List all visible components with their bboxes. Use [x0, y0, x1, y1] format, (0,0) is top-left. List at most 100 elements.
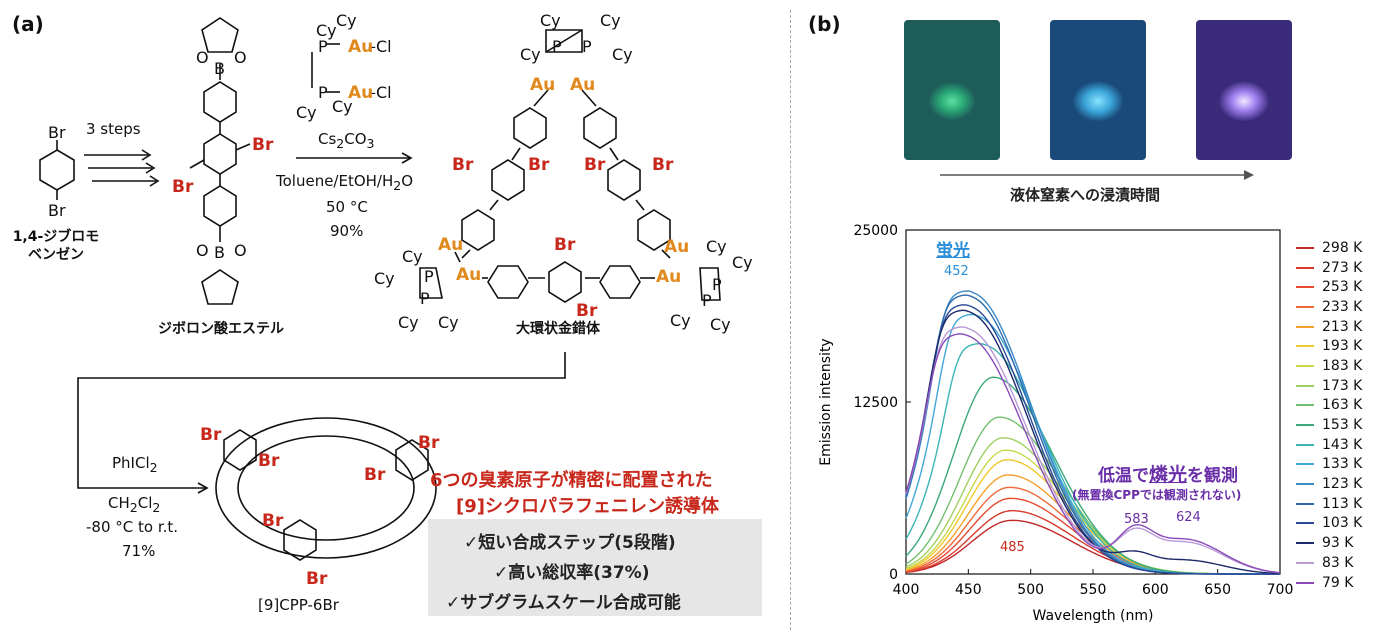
legend-swatch: [1296, 483, 1314, 486]
svg-text:Au: Au: [656, 267, 681, 287]
y-tick-label: 0: [889, 567, 898, 583]
highlight-line2: [9]シクロパラフェニレン誘導体: [456, 496, 719, 517]
svg-text:Br: Br: [452, 155, 474, 175]
svg-text:Cy: Cy: [670, 311, 691, 330]
svg-text:Cy: Cy: [612, 45, 633, 64]
svg-text:B: B: [214, 59, 225, 78]
svg-text:–Cl: –Cl: [368, 83, 392, 102]
yield2-label: 71%: [122, 542, 156, 560]
svg-text:P: P: [424, 267, 434, 286]
legend-label: 298 K: [1322, 239, 1363, 256]
series-line-93K: [905, 309, 1281, 575]
legend-swatch: [1296, 581, 1314, 584]
legend-label: 273 K: [1322, 259, 1363, 276]
legend-label: 233 K: [1322, 298, 1363, 315]
svg-text:Cy: Cy: [332, 97, 353, 116]
svg-text:Br: Br: [364, 465, 386, 485]
legend-item: 123 K: [1296, 474, 1362, 494]
peak-583-label: 583: [1124, 512, 1149, 527]
svg-text:Br: Br: [584, 155, 606, 175]
legend-item: 113 K: [1296, 494, 1362, 514]
legend-label: 79 K: [1322, 574, 1354, 591]
legend-item: 79 K: [1296, 573, 1362, 593]
legend-swatch: [1296, 325, 1314, 328]
vial-photo-1: [904, 20, 1000, 160]
peak-485-label: 485: [1000, 540, 1025, 555]
svg-text:Br: Br: [418, 433, 440, 453]
peak-452-label: 452: [944, 264, 969, 279]
svg-text:Cy: Cy: [438, 313, 459, 332]
solvent-label: Toluene/EtOH/H2O: [276, 172, 414, 193]
svg-text:Au: Au: [570, 75, 595, 95]
svg-text:Br: Br: [258, 451, 280, 471]
temp2-label: -80 °C to r.t.: [86, 518, 179, 536]
legend-item: 163 K: [1296, 396, 1362, 416]
reactant-name: 1,4-ジブロモ ベンゼン: [12, 229, 100, 263]
panel-b-label: (b): [808, 12, 841, 36]
legend-swatch: [1296, 502, 1314, 505]
intermediate-name: ジボロン酸エステル: [158, 321, 284, 337]
svg-text:Br: Br: [554, 235, 576, 255]
product-name: [9]CPP-6Br: [258, 596, 339, 614]
legend-label: 143 K: [1322, 436, 1363, 453]
legend-label: 83 K: [1322, 554, 1354, 571]
series-line-273K: [905, 510, 1280, 575]
svg-text:–Cl: –Cl: [368, 37, 392, 56]
svg-text:P: P: [702, 291, 712, 310]
y-axis-label: Emission intensity: [818, 338, 834, 465]
svg-text:O: O: [196, 241, 209, 260]
legend-label: 213 K: [1322, 318, 1363, 335]
legend-label: 173 K: [1322, 377, 1363, 394]
svg-text:Cy: Cy: [398, 313, 419, 332]
time-arrow: [940, 170, 1254, 180]
legend-item: 143 K: [1296, 435, 1362, 455]
svg-text:Au: Au: [348, 37, 373, 57]
legend-swatch: [1296, 443, 1314, 446]
legend-item: 298 K: [1296, 238, 1362, 258]
svg-text:P: P: [712, 275, 722, 294]
svg-text:Au: Au: [456, 265, 481, 285]
svg-text:Br: Br: [200, 425, 222, 445]
legend-swatch: [1296, 345, 1314, 348]
atom-br-top: Br: [48, 123, 66, 142]
panel-a-label: (a): [12, 12, 44, 36]
svg-text:Br: Br: [252, 135, 274, 155]
svg-text:P: P: [420, 289, 430, 308]
legend-item: 103 K: [1296, 514, 1362, 534]
svg-text:Cy: Cy: [540, 11, 561, 30]
phos-title: 低温で燐光を観測: [1098, 464, 1239, 486]
legend-swatch: [1296, 305, 1314, 308]
legend-swatch: [1296, 364, 1314, 367]
svg-text:Br: Br: [306, 569, 328, 589]
legend-label: 93 K: [1322, 535, 1354, 552]
svg-text:Au: Au: [348, 83, 373, 103]
features-box: [428, 519, 762, 616]
x-tick-label: 400: [893, 582, 920, 598]
legend-item: 183 K: [1296, 356, 1362, 376]
legend-label: 103 K: [1322, 515, 1363, 532]
legend-swatch: [1296, 266, 1314, 269]
svg-text:Cy: Cy: [706, 237, 727, 256]
svg-text:Br: Br: [652, 155, 674, 175]
svg-text:Cy: Cy: [296, 103, 317, 122]
svg-text:Cy: Cy: [732, 253, 753, 272]
svg-text:Cy: Cy: [402, 247, 423, 266]
svg-text:Cy: Cy: [600, 11, 621, 30]
svg-text:Au: Au: [530, 75, 555, 95]
svg-text:O: O: [234, 241, 247, 260]
check-item-3: ✓サブグラムスケール合成可能: [446, 593, 681, 613]
fluorescence-label: 蛍光: [936, 241, 970, 261]
temp-label: 50 °C: [326, 198, 368, 216]
legend-item: 253 K: [1296, 277, 1362, 297]
vial-photo-2: [1050, 20, 1146, 160]
x-tick-label: 500: [1017, 582, 1044, 598]
legend-swatch: [1296, 424, 1314, 427]
series-line-79K: [905, 333, 1281, 574]
x-tick-label: 650: [1204, 582, 1231, 598]
legend-label: 113 K: [1322, 495, 1363, 512]
legend-item: 213 K: [1296, 317, 1362, 337]
peak-624-label: 624: [1176, 510, 1201, 525]
yield1-label: 90%: [330, 222, 364, 240]
legend-label: 163 K: [1322, 397, 1363, 414]
